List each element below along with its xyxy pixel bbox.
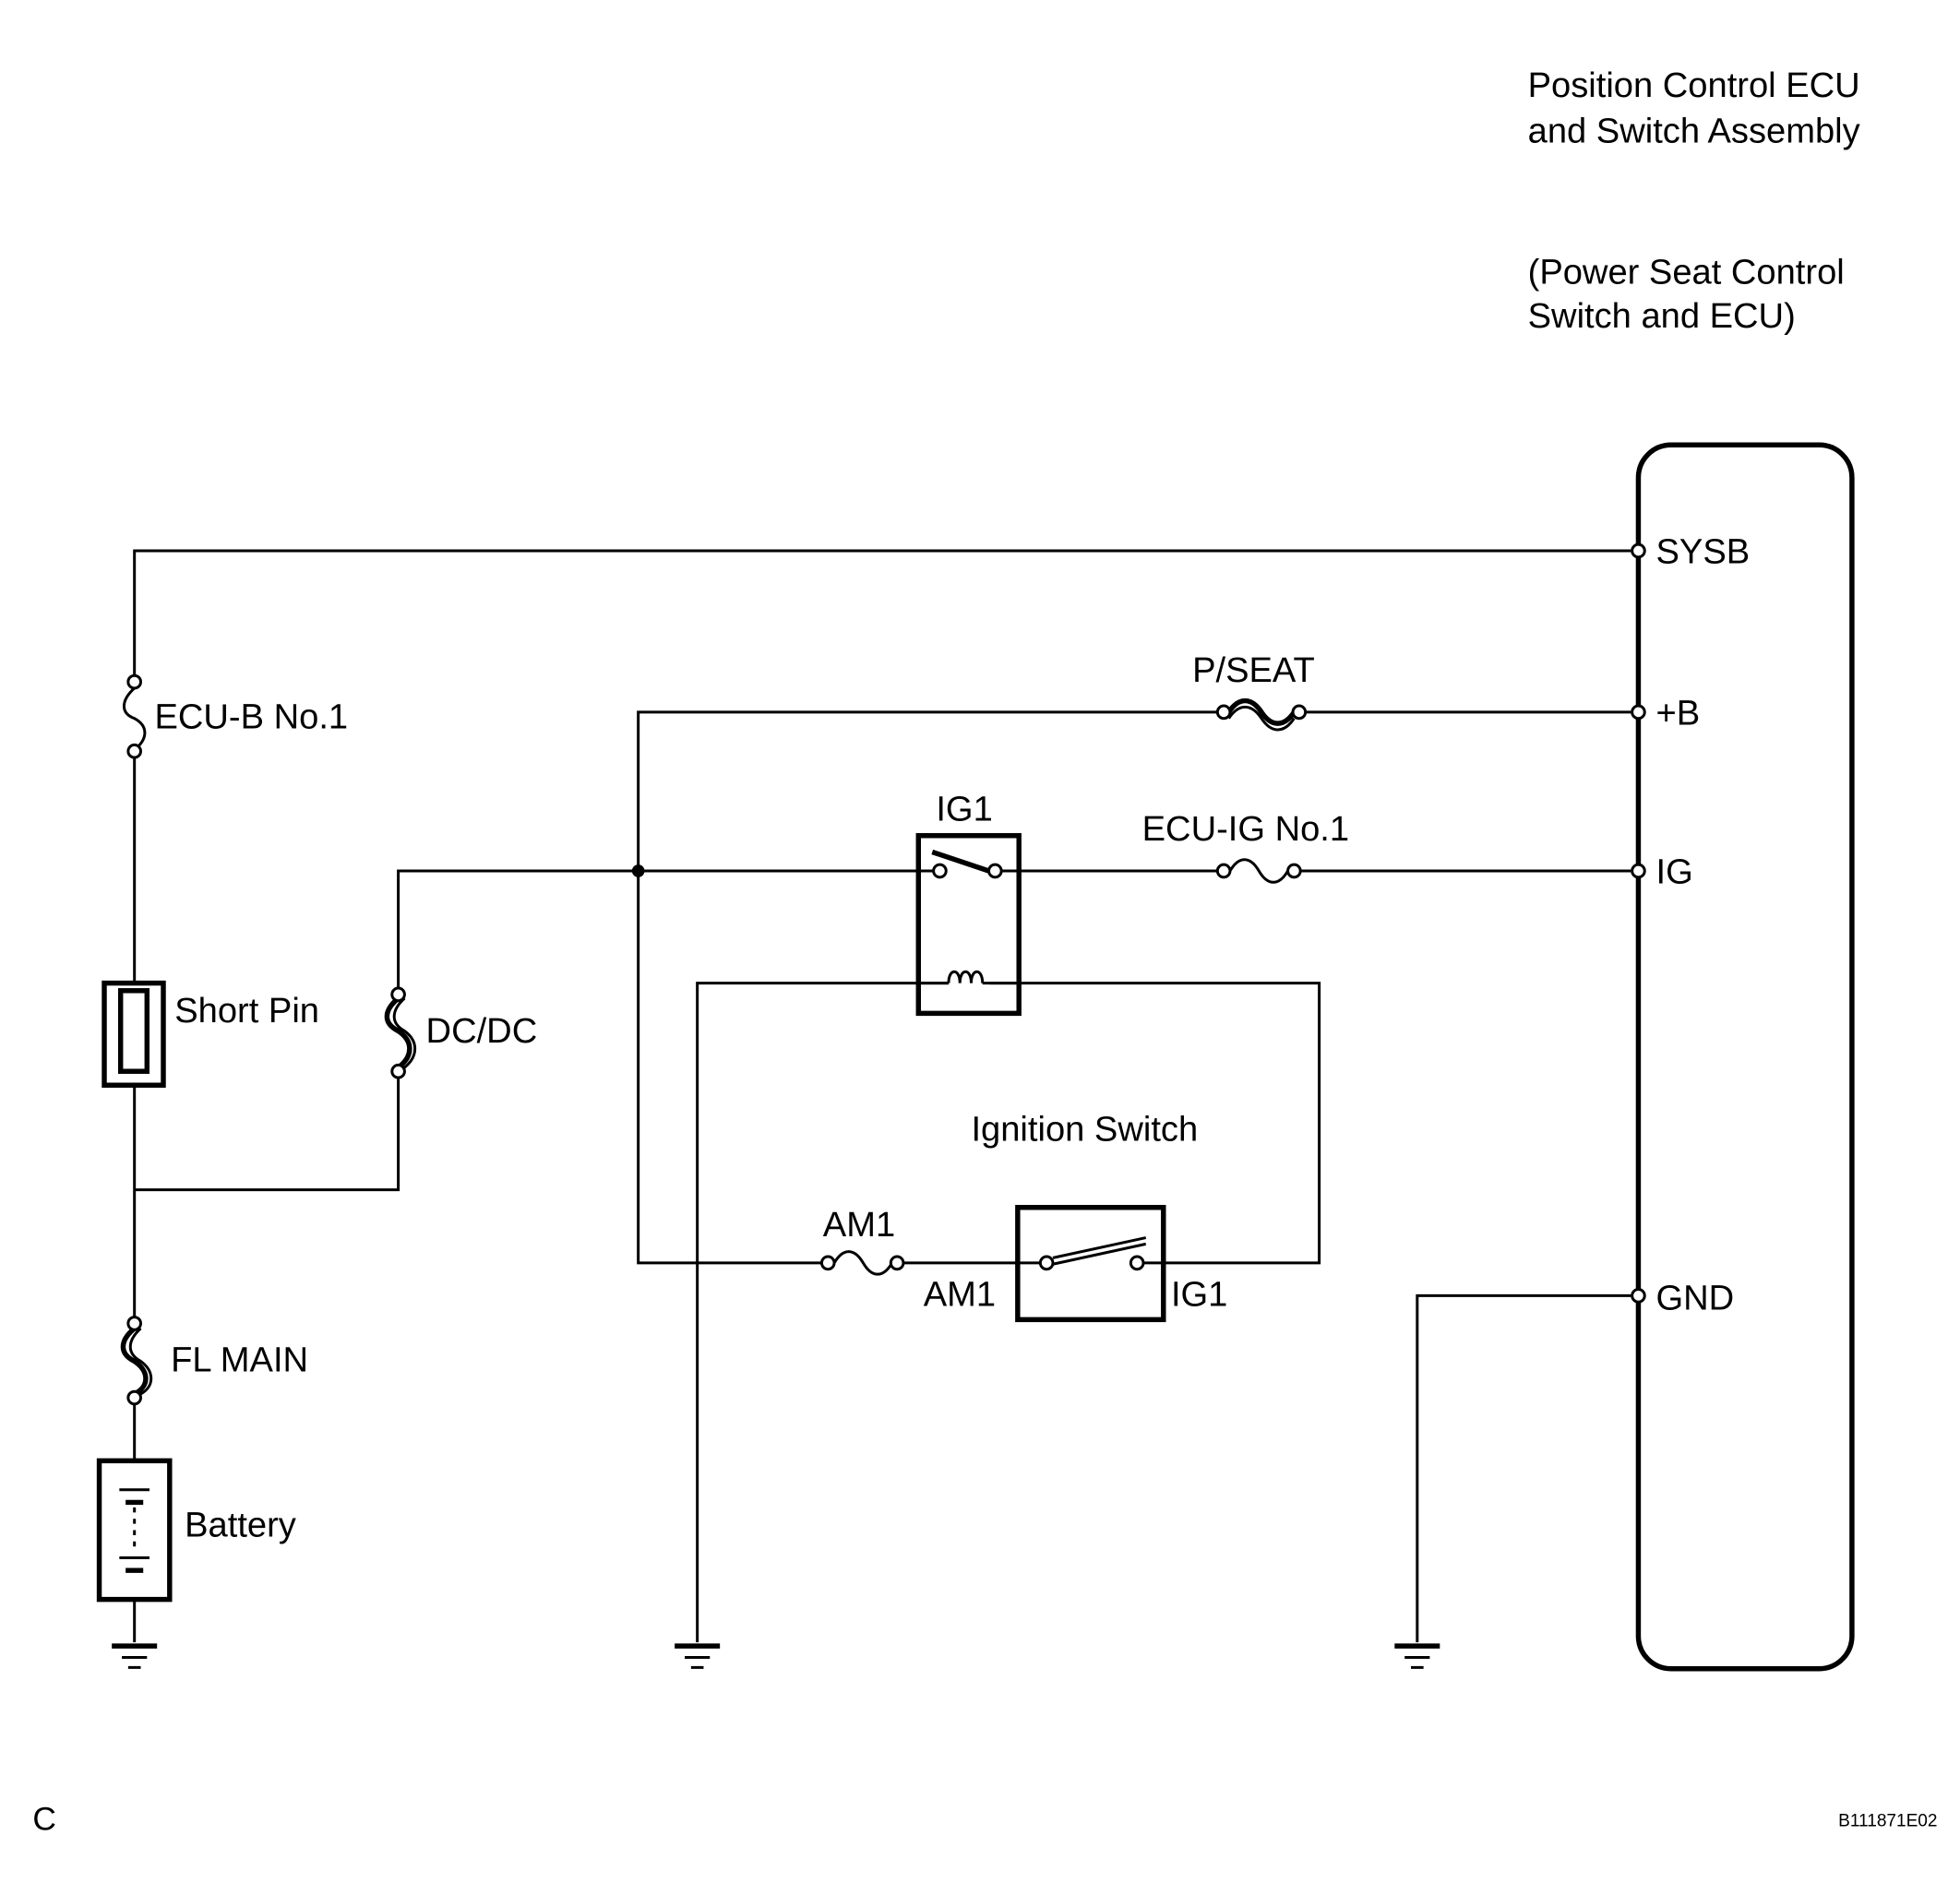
pin-gnd-label: GND <box>1656 1278 1735 1317</box>
fuse-p-seat <box>1215 697 1308 732</box>
pin-b-plus-label: +B <box>1656 693 1701 733</box>
battery-symbol <box>96 1458 173 1603</box>
wires <box>133 549 1631 1643</box>
fuse-p-seat-label: P/SEAT <box>1192 650 1315 690</box>
component-alt-name-line2: Switch and ECU) <box>1528 296 1796 336</box>
ground-symbol-battery <box>112 1643 158 1669</box>
ignition-switch-am1-terminal-label: AM1 <box>924 1274 996 1314</box>
fuse-ecu-b-no1 <box>122 673 147 759</box>
ignition-switch-ig1-terminal-label: IG1 <box>1171 1274 1227 1314</box>
fuse-fl-main <box>120 1316 153 1406</box>
ecu-box <box>1635 442 1855 1672</box>
component-alt-name-line1: (Power Seat Control <box>1528 252 1845 292</box>
short-pin-label: Short Pin <box>174 991 319 1031</box>
battery-label: Battery <box>185 1505 297 1544</box>
fuse-ecu-b-no1-label: ECU-B No.1 <box>154 697 348 737</box>
ground-symbol-relay <box>675 1643 721 1669</box>
pin-gnd-terminal <box>1631 1288 1646 1304</box>
pin-b-plus-terminal <box>1631 704 1646 721</box>
fuse-dc-dc-label: DC/DC <box>426 1011 538 1051</box>
ignition-switch <box>1015 1205 1166 1323</box>
fuse-ecu-ig-no1-label: ECU-IG No.1 <box>1142 809 1349 849</box>
pin-ig-terminal <box>1631 863 1646 879</box>
ground-symbol-ecu <box>1394 1643 1440 1669</box>
ig1-relay <box>915 833 1022 1017</box>
pin-sysb-terminal <box>1631 542 1646 559</box>
ignition-switch-label: Ignition Switch <box>971 1109 1198 1149</box>
fuse-dc-dc <box>384 986 417 1079</box>
figure-code: B111871E02 <box>1838 1811 1937 1830</box>
pin-ig-label: IG <box>1656 852 1693 892</box>
component-name-line1: Position Control ECU <box>1528 66 1860 105</box>
ig1-relay-label: IG1 <box>936 789 992 828</box>
fuse-ecu-ig-no1 <box>1215 858 1302 884</box>
fuse-fl-main-label: FL MAIN <box>171 1340 308 1379</box>
short-pin <box>102 980 166 1088</box>
pin-sysb-label: SYSB <box>1656 532 1751 572</box>
fuse-am1-label: AM1 <box>823 1205 895 1245</box>
component-name-line2: and Switch Assembly <box>1528 111 1861 150</box>
fuse-am1 <box>819 1250 905 1276</box>
junction-dot <box>631 864 645 877</box>
footer-letter: C <box>32 1801 56 1838</box>
